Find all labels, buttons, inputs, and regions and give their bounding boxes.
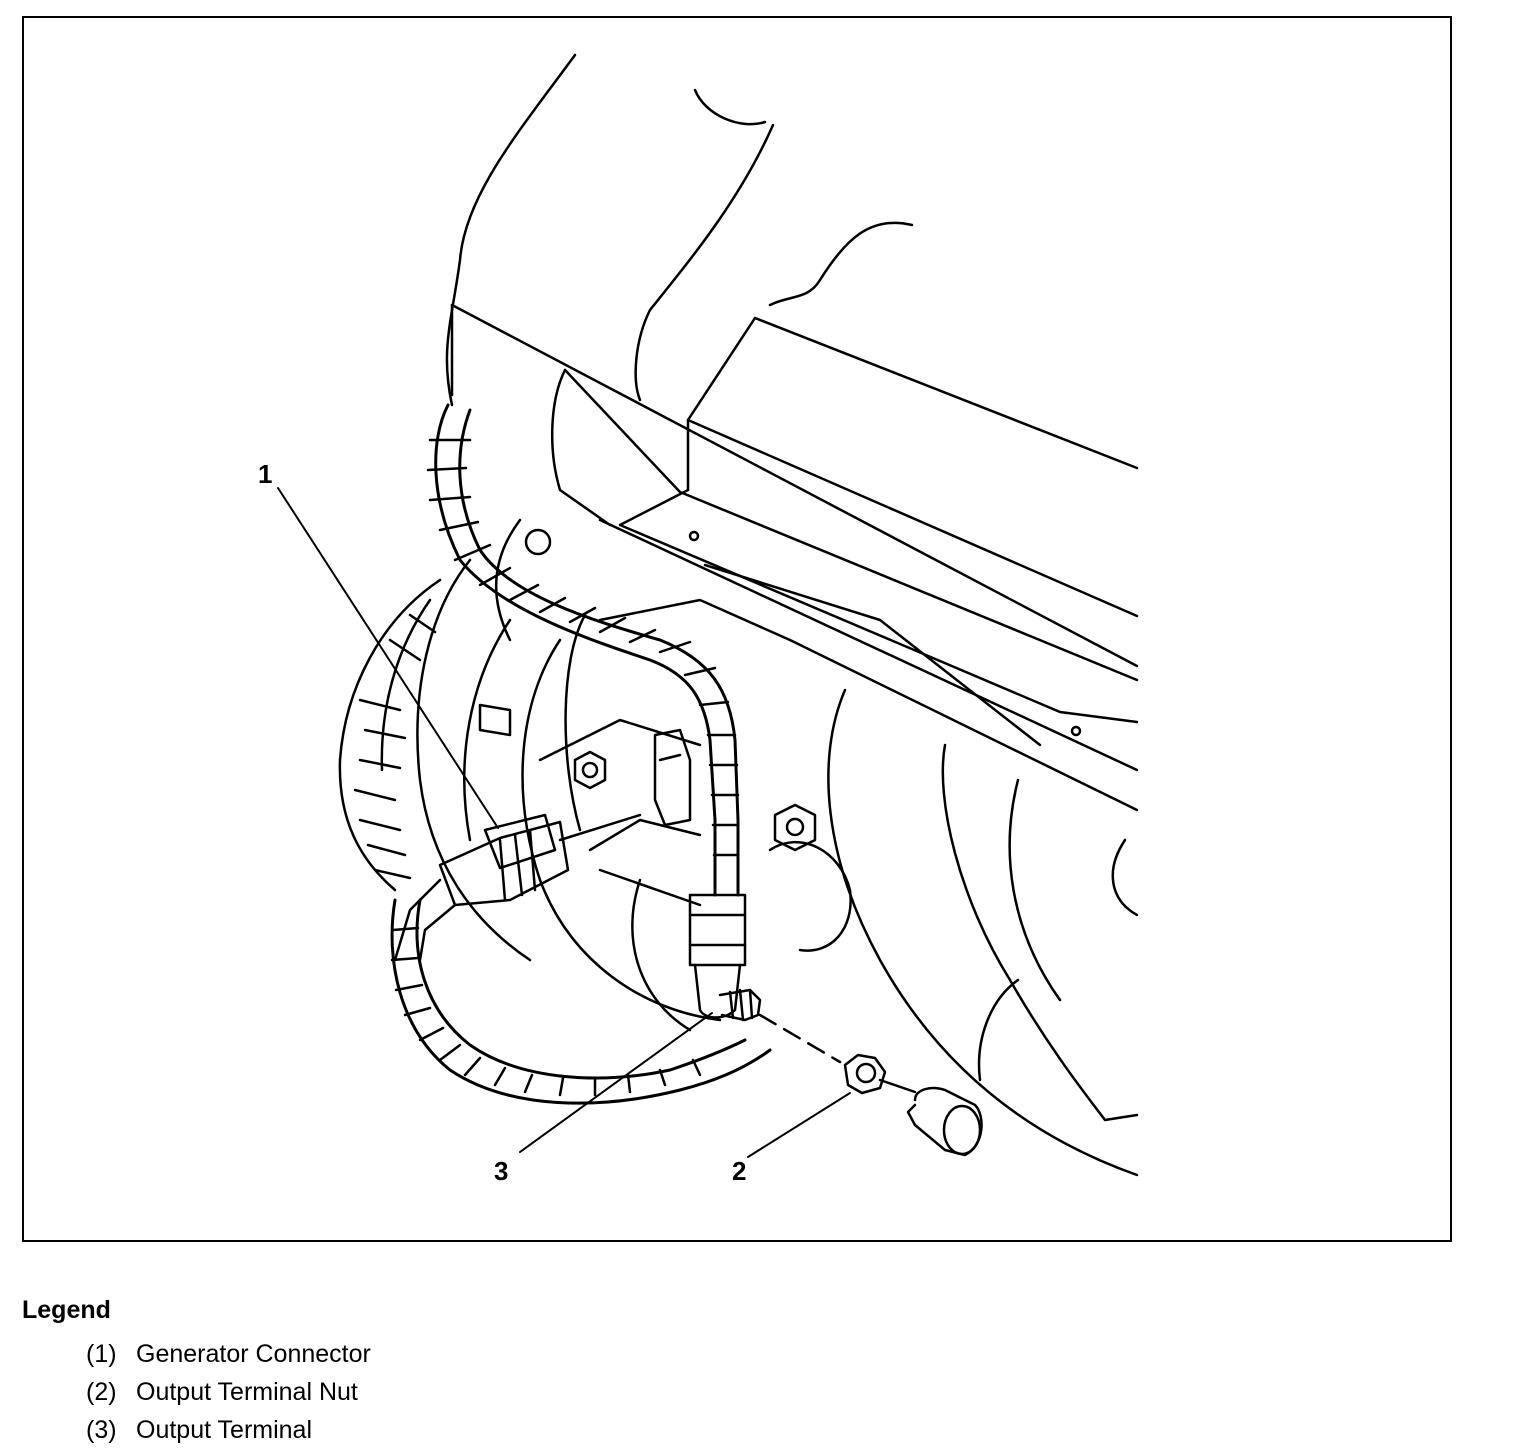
legend: Legend (1) Generator Connector (2) Output … [22,1296,371,1449]
legend-list: (1) Generator Connector (2) Output Termina… [22,1335,371,1449]
legend-item-number: (1) [86,1340,117,1368]
callout-3: 3 [494,1156,508,1186]
engine-block [788,638,1139,1177]
legend-item-number: (2) [86,1378,117,1406]
generator-body [338,518,852,1032]
leader-line-2 [747,1092,851,1158]
leader-line-3 [519,1012,713,1153]
wiring-harness [390,403,772,1105]
callout-2: 2 [732,1156,746,1186]
generator-connector [393,813,642,962]
legend-item-text: Generator Connector [136,1340,371,1368]
leader-line-1 [277,487,499,829]
terminal-cap [906,1086,983,1157]
legend-item-text: Output Terminal [136,1416,313,1444]
legend-item: (1) Generator Connector [86,1335,371,1373]
legend-title: Legend [22,1296,111,1324]
legend-item-text: Output Terminal Nut [136,1378,358,1406]
generator-illustration: 1 3 2 [258,53,1139,1186]
alignment-line [758,1013,842,1064]
illustration-frame [22,16,1452,1242]
output-terminal-nut [843,1053,917,1095]
legend-item: (2) Output Terminal Nut [86,1373,371,1411]
engine-intake [445,53,1139,772]
callout-1: 1 [258,459,272,489]
legend-item: (3) Output Terminal [86,1411,371,1449]
legend-item-number: (3) [86,1416,117,1444]
